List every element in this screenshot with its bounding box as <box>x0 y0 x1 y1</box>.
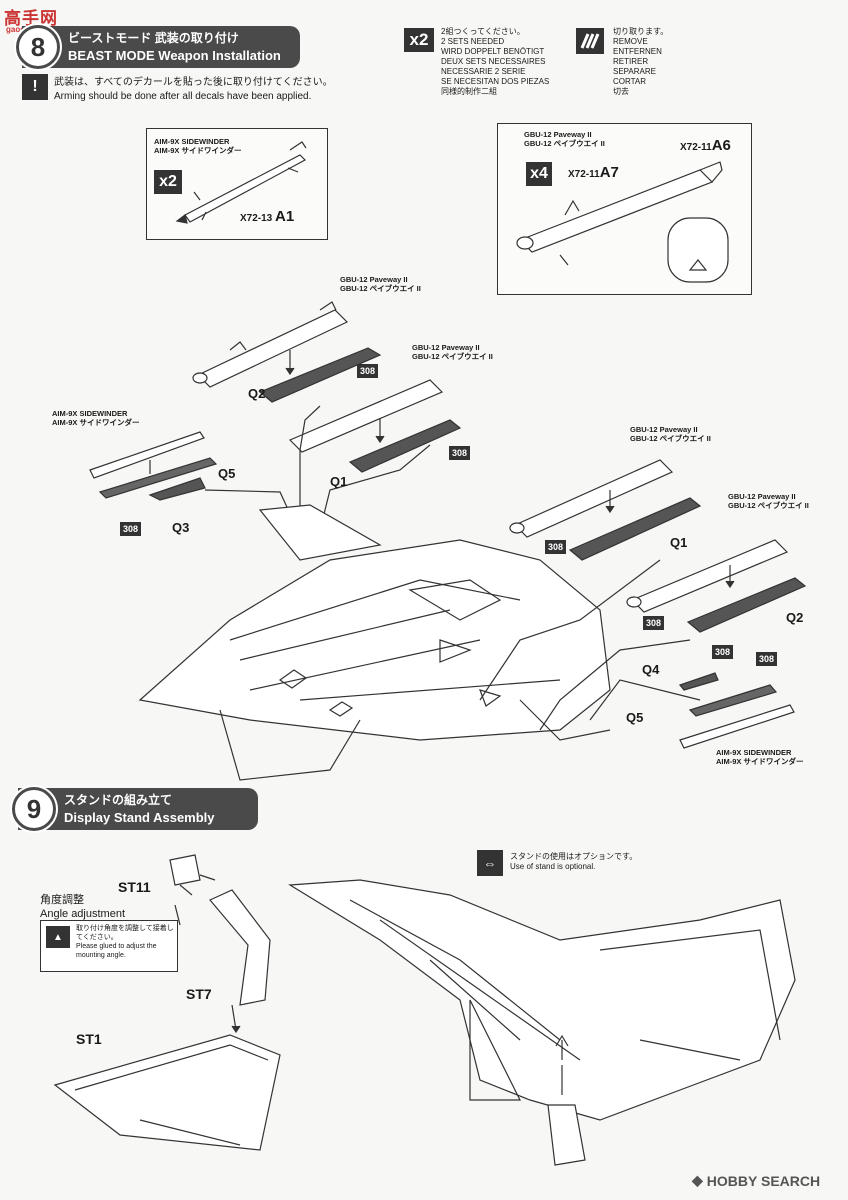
watermark-logo: 高手网 <box>4 9 58 28</box>
gbu12-sprue-a6: X72-11 <box>680 142 712 153</box>
gbu12-part-a7: A7 <box>599 164 619 181</box>
gbu12-box-name-en: GBU-12 Paveway II <box>524 130 592 139</box>
part-q2-left: Q2 <box>248 386 266 401</box>
aim9x-box-name-jp: AIM-9X サイドワインダー <box>154 146 242 155</box>
part-st11: ST11 <box>118 879 151 895</box>
part-q3: Q3 <box>172 520 190 535</box>
gbu12-label-en-4: GBU-12 Paveway II <box>728 492 796 501</box>
aim9x-label-jp-2: AIM-9X サイドワインダー <box>716 757 804 766</box>
optional-note-en: Use of stand is optional. <box>510 862 596 871</box>
aim9x-box-name-en: AIM-9X SIDEWINDER <box>154 137 230 146</box>
part-q1-left: Q1 <box>330 474 348 489</box>
decal-308-f: 308 <box>712 645 734 659</box>
part-q5-left: Q5 <box>218 466 236 481</box>
part-q5-right: Q5 <box>626 710 644 725</box>
step9-title-jp: スタンドの組み立て <box>64 793 173 807</box>
gbu12-label-en-1: GBU-12 Paveway II <box>340 275 408 284</box>
gbu12-sprue-a7: X72-11 <box>568 169 600 180</box>
step9-header: 9 スタンドの組み立て Display Stand Assembly <box>12 787 258 831</box>
step8-number: 8 <box>16 25 60 69</box>
gbu12-qty-badge: x4 <box>526 162 552 186</box>
arming-note-en: Arming should be done after all decals h… <box>54 91 312 102</box>
step8-title-en: BEAST MODE Weapon Installation <box>68 48 281 63</box>
cut-icon <box>576 28 604 54</box>
aim9x-part: A1 <box>275 208 295 225</box>
hobby-search-icon: ◆ <box>692 1172 703 1188</box>
decal-308-a: 308 <box>357 364 379 378</box>
decal-308-g: 308 <box>756 652 778 666</box>
gbu12-label-jp-3: GBU-12 ペイブウエイ II <box>630 434 711 443</box>
step8-title-jp: ビーストモード 武装の取り付け <box>68 31 239 45</box>
step9-title-en: Display Stand Assembly <box>64 810 215 825</box>
angle-adjust-jp: 角度調整 <box>40 894 84 906</box>
two-sets-icon: x2 <box>404 28 434 52</box>
gbu12-label-en-2: GBU-12 Paveway II <box>412 343 480 352</box>
glue-icon: ▲ <box>46 926 70 948</box>
optional-arrow-icon: ⇔ <box>477 850 503 876</box>
gbu12-label-jp-4: GBU-12 ペイブウエイ II <box>728 501 809 510</box>
part-st7: ST7 <box>186 986 212 1002</box>
glue-note-en: Please glued to adjust the mounting angl… <box>76 943 157 959</box>
decal-308-b: 308 <box>449 446 471 460</box>
part-q4: Q4 <box>642 662 660 677</box>
part-q1-right: Q1 <box>670 535 688 550</box>
aim9x-qty-badge: x2 <box>154 170 182 194</box>
aim9x-label-jp-1: AIM-9X サイドワインダー <box>52 418 140 427</box>
aim9x-label-en-1: AIM-9X SIDEWINDER <box>52 409 128 418</box>
optional-note-jp: スタンドの使用はオプションです。 <box>510 852 638 861</box>
gbu12-label-jp-2: GBU-12 ペイブウエイ II <box>412 352 493 361</box>
decal-308-e: 308 <box>643 616 665 630</box>
gbu12-part-a6: A6 <box>711 137 731 154</box>
step9-number: 9 <box>12 787 56 831</box>
footer-brand: ◆ HOBBY SEARCH <box>692 1172 821 1189</box>
decal-308-c: 308 <box>120 522 142 536</box>
gbu12-label-en-3: GBU-12 Paveway II <box>630 425 698 434</box>
aim9x-label-en-2: AIM-9X SIDEWINDER <box>716 748 792 757</box>
glue-note-jp: 取り付け角度を調整して接着してください。 <box>76 925 174 941</box>
gbu12-box-name-jp: GBU-12 ペイブウエイ II <box>524 139 605 148</box>
part-st1: ST1 <box>76 1031 102 1047</box>
decal-308-d: 308 <box>545 540 567 554</box>
step8-header: 8 ビーストモード 武装の取り付け BEAST MODE Weapon Inst… <box>16 25 300 69</box>
angle-adjust-en: Angle adjustment <box>40 908 125 920</box>
arming-note-jp: 武装は、すべてのデカールを貼った後に取り付けてください。 <box>54 77 333 88</box>
aim9x-sprue: X72-13 <box>240 213 273 224</box>
gbu12-label-jp-1: GBU-12 ペイブウエイ II <box>340 284 421 293</box>
caution-icon: ! <box>22 74 48 100</box>
part-q2-right: Q2 <box>786 610 804 625</box>
